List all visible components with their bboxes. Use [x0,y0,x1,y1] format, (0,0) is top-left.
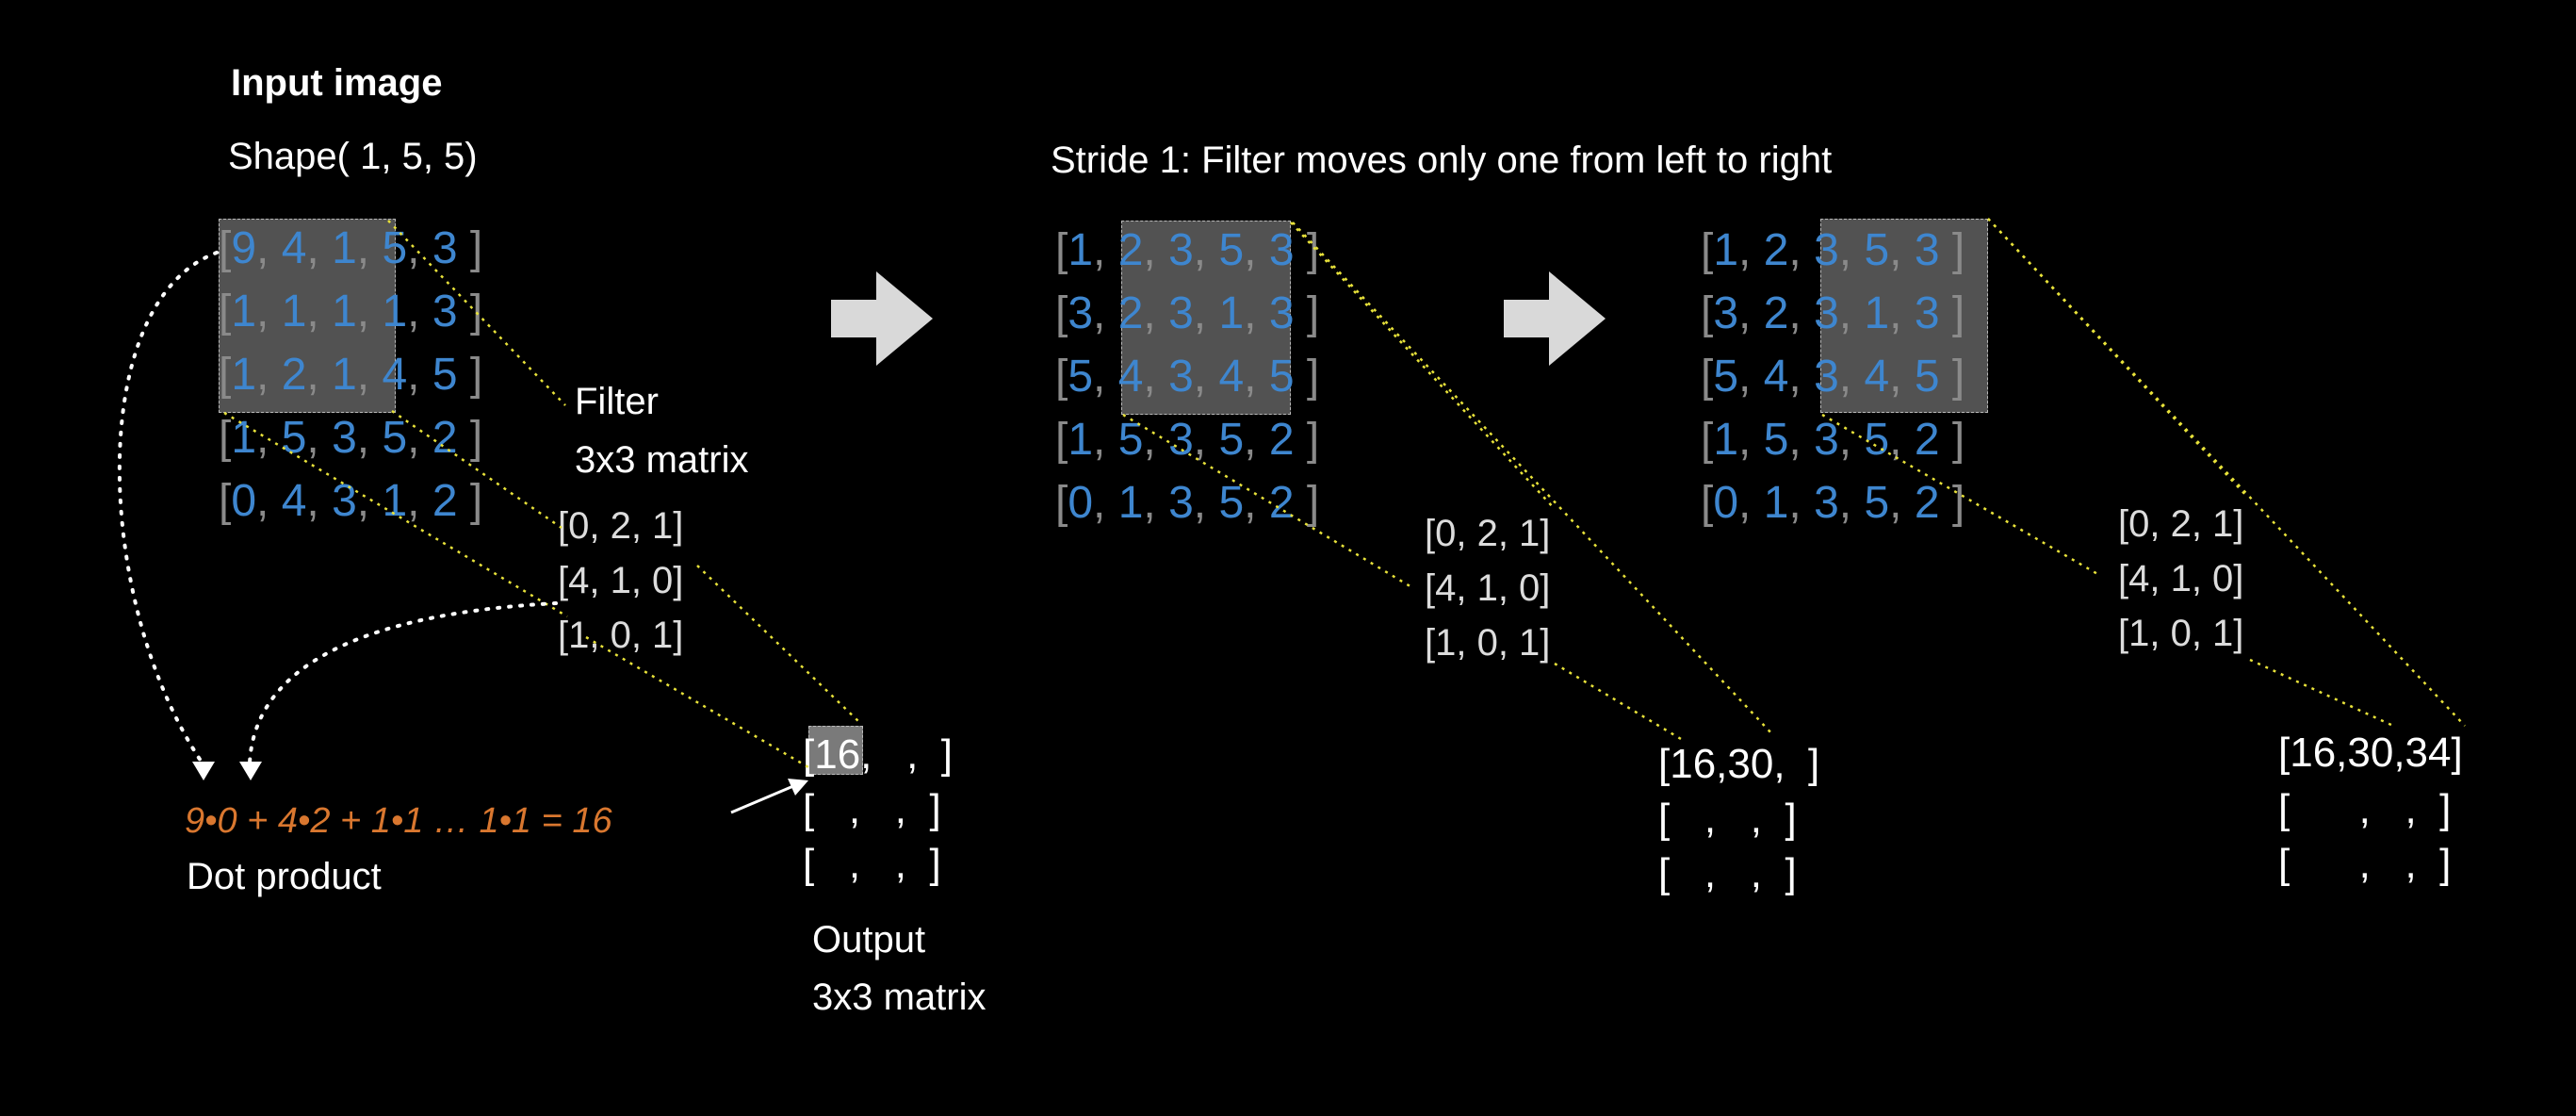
input-image-title: Input image [231,62,443,104]
equation-arrow [730,784,794,814]
output-row: [ , , ] [803,841,941,887]
matrix-row: [3, 2, 3, 1, 3 ] [1701,288,1965,338]
input-shape-label: Shape( 1, 5, 5) [228,136,478,177]
output-row: [ , , ] [2278,786,2452,832]
matrix-row: [0, 4, 3, 1, 2 ] [219,476,483,526]
filter-row: [1, 0, 1] [558,615,684,656]
filter-row: [4, 1, 0] [2118,558,2244,599]
filter-row: [1, 0, 1] [2118,613,2244,654]
filter-size-label: 3x3 matrix [575,439,749,481]
output-row: [ , , ] [803,786,941,832]
matrix-row: [1, 5, 3, 5, 2 ] [219,413,483,463]
output-row: [16, , ] [803,731,953,778]
matrix-row: [3, 2, 3, 1, 3 ] [1055,288,1320,338]
filter-row: [1, 0, 1] [1425,622,1551,664]
output-size-label: 3x3 matrix [812,976,986,1018]
output-label: Output [812,919,926,960]
output-row: [ , , ] [1658,796,1797,842]
filter-window-highlight [1121,221,1291,415]
matrix-row: [0, 1, 3, 5, 2 ] [1055,478,1320,528]
output-row: [16,30,34] [2278,730,2463,776]
dot-product-equation: 9•0 + 4•2 + 1•1 … 1•1 = 16 [185,801,612,841]
matrix-row: [5, 4, 3, 4, 5 ] [1701,352,1965,402]
output-row: [16,30, ] [1658,741,1820,787]
filter-label: Filter [575,381,659,422]
output-row: [ , , ] [2278,841,2452,887]
filter-row: [4, 1, 0] [558,560,684,601]
right-arrow-icon [1504,271,1606,366]
matrix-row: [1, 5, 3, 5, 2 ] [1055,415,1320,465]
right-arrow-icon [831,271,933,366]
matrix-row: [0, 1, 3, 5, 2 ] [1701,478,1965,528]
output-row: [ , , ] [1658,850,1797,896]
filter-window-highlight [1820,219,1988,413]
stride-title: Stride 1: Filter moves only one from lef… [1051,140,1833,181]
matrix-row: [9, 4, 1, 5, 3 ] [219,223,483,273]
dot-product-label: Dot product [187,856,382,897]
arrowhead-icon [239,762,262,780]
matrix-row: [5, 4, 3, 4, 5 ] [1055,352,1320,402]
matrix-row: [1, 2, 3, 5, 3 ] [1701,225,1965,275]
filter-row: [0, 2, 1] [558,505,684,547]
filter-row: [0, 2, 1] [1425,513,1551,554]
arrowhead-icon [192,762,215,780]
matrix-row: [1, 5, 3, 5, 2 ] [1701,415,1965,465]
matrix-row: [1, 1, 1, 1, 3 ] [219,287,483,336]
filter-row: [0, 2, 1] [2118,503,2244,545]
matrix-row: [1, 2, 1, 4, 5 ] [219,350,483,400]
filter-row: [4, 1, 0] [1425,567,1551,609]
matrix-row: [1, 2, 3, 5, 3 ] [1055,225,1320,275]
